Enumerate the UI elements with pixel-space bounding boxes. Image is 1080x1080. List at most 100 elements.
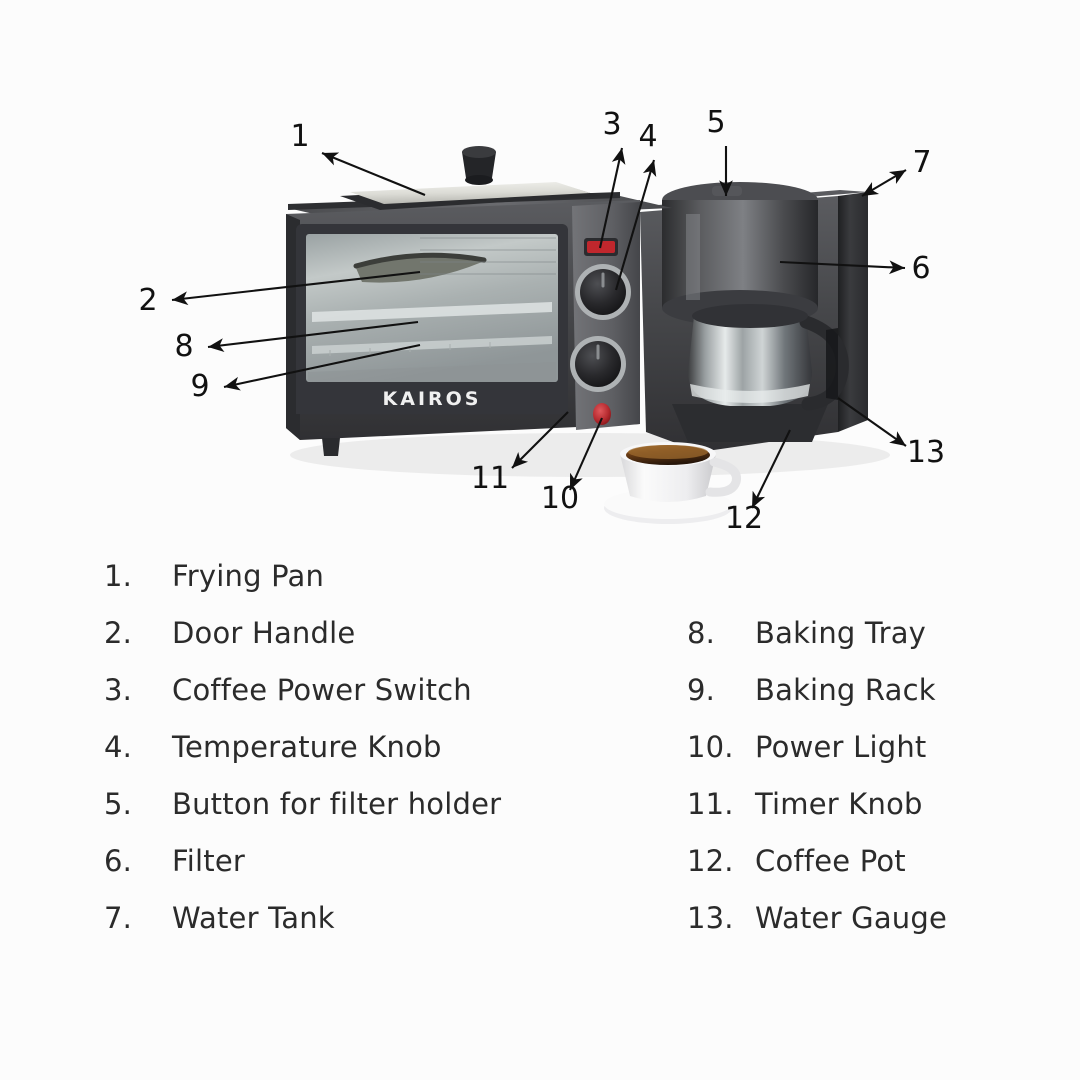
list-item: 12. Coffee Pot — [687, 833, 947, 890]
filter-highlight — [686, 214, 700, 300]
carafe-handle — [799, 315, 849, 411]
frying-pan-knob-base — [465, 175, 493, 185]
list-item-label: Timer Knob — [755, 787, 923, 821]
list-item-number: 12. — [687, 844, 734, 878]
list-item-number: 9. — [687, 673, 716, 707]
frying-pan-knob-top — [462, 146, 496, 158]
list-item-label: Baking Tray — [755, 616, 927, 650]
callout-number-9: 9 — [190, 369, 209, 404]
list-item: 3. Coffee Power Switch — [104, 662, 501, 719]
callout-line-7 — [861, 169, 907, 197]
list-item: 8. Baking Tray — [687, 605, 947, 662]
callout-line-9 — [223, 343, 421, 391]
callout-number-13: 13 — [907, 435, 945, 470]
frying-pan-lid-knob — [462, 152, 496, 178]
callout-number-7: 7 — [912, 145, 931, 180]
callout-line-11 — [511, 411, 569, 469]
carafe-liquid-band — [690, 384, 810, 403]
list-item: 10. Power Light — [687, 719, 947, 776]
list-item: 1. Frying Pan — [104, 548, 501, 605]
water-gauge — [826, 328, 838, 400]
callout-number-12: 12 — [725, 501, 763, 536]
list-item-label: Baking Rack — [755, 673, 936, 707]
list-item-number: 2. — [104, 616, 133, 650]
list-item-number: 13. — [687, 901, 734, 935]
list-item-label: Temperature Knob — [172, 730, 442, 764]
callout-line-6 — [779, 260, 906, 275]
callout-number-10: 10 — [541, 481, 579, 516]
temperature-knob — [580, 269, 626, 315]
timer-knob — [575, 341, 621, 387]
oven-module: KAIROS — [286, 146, 672, 456]
list-item-label: Button for filter holder — [172, 787, 502, 821]
list-item-number: 1. — [104, 559, 133, 593]
control-panel — [570, 202, 640, 430]
callout-number-6: 6 — [911, 251, 930, 286]
list-item: 5. Button for filter holder — [104, 776, 501, 833]
frying-pan — [340, 146, 600, 210]
power-light — [593, 403, 611, 425]
callout-numbers: 1 2 3 4 5 6 7 8 9 10 11 12 13 — [138, 105, 945, 536]
parts-list-right-column: 8. Baking Tray 9. Baking Rack 10. Power Lig… — [687, 605, 947, 947]
product-illustration: KAIROS — [138, 105, 945, 536]
water-tank — [838, 192, 868, 432]
callout-line-3 — [598, 147, 626, 249]
carafe-base-plate — [672, 404, 828, 442]
list-item-label: Water Tank — [172, 901, 335, 935]
list-item-label: Water Gauge — [755, 901, 948, 935]
callout-line-10 — [569, 417, 603, 491]
coffee-cup — [604, 442, 741, 524]
callout-line-4 — [614, 159, 657, 291]
list-item: 6. Filter — [104, 833, 501, 890]
list-item-number: 11. — [687, 787, 734, 821]
parts-list-left-column: 1. Frying Pan 2. Door Handle 3. Coffee Powe… — [104, 548, 501, 947]
oven-floor — [308, 362, 556, 382]
callout-line-13 — [837, 397, 907, 447]
callout-layer — [171, 146, 907, 509]
list-item-label: Frying Pan — [172, 559, 325, 593]
callout-number-1: 1 — [290, 119, 309, 154]
callout-line-2 — [171, 270, 421, 306]
list-item-label: Power Light — [755, 730, 927, 764]
oven-interior-grid — [420, 237, 556, 275]
coffee-pot — [688, 316, 812, 406]
frying-pan-lid — [350, 182, 590, 204]
parts-list: 1. Frying Pan 2. Door Handle 3. Coffee Powe… — [0, 548, 1080, 1080]
list-item-number: 7. — [104, 901, 133, 935]
list-item-number: 5. — [104, 787, 133, 821]
carafe-lid — [692, 304, 808, 328]
list-item: 2. Door Handle — [104, 605, 501, 662]
baking-tray — [312, 302, 552, 322]
door-handle-edge — [353, 252, 487, 269]
callout-line-1 — [321, 152, 426, 196]
list-item-number: 4. — [104, 730, 133, 764]
callout-line-12 — [751, 429, 791, 509]
list-item-label: Coffee Power Switch — [172, 673, 472, 707]
oven-door-apron — [296, 384, 568, 414]
cup-body — [620, 454, 716, 502]
list-item: 9. Baking Rack — [687, 662, 947, 719]
callout-line-8 — [207, 320, 419, 353]
list-item-number: 10. — [687, 730, 734, 764]
list-item-number: 6. — [104, 844, 133, 878]
cup-handle — [705, 457, 741, 497]
callout-number-4: 4 — [638, 119, 657, 154]
list-item: 13. Water Gauge — [687, 890, 947, 947]
coffee-maker-module — [640, 182, 868, 452]
list-item: 11. Timer Knob — [687, 776, 947, 833]
oven-foot — [322, 438, 340, 456]
list-item-label: Coffee Pot — [755, 844, 906, 878]
baking-rack — [312, 336, 552, 354]
callout-number-8: 8 — [174, 329, 193, 364]
brand-label: KAIROS — [383, 388, 482, 410]
callout-number-2: 2 — [138, 283, 157, 318]
list-item-number: 8. — [687, 616, 716, 650]
list-item-label: Filter — [172, 844, 246, 878]
list-item-label: Door Handle — [172, 616, 356, 650]
callout-number-3: 3 — [602, 107, 621, 142]
list-item-number: 3. — [104, 673, 133, 707]
callout-number-11: 11 — [471, 461, 509, 496]
list-item: 7. Water Tank — [104, 890, 501, 947]
list-item: 4. Temperature Knob — [104, 719, 501, 776]
